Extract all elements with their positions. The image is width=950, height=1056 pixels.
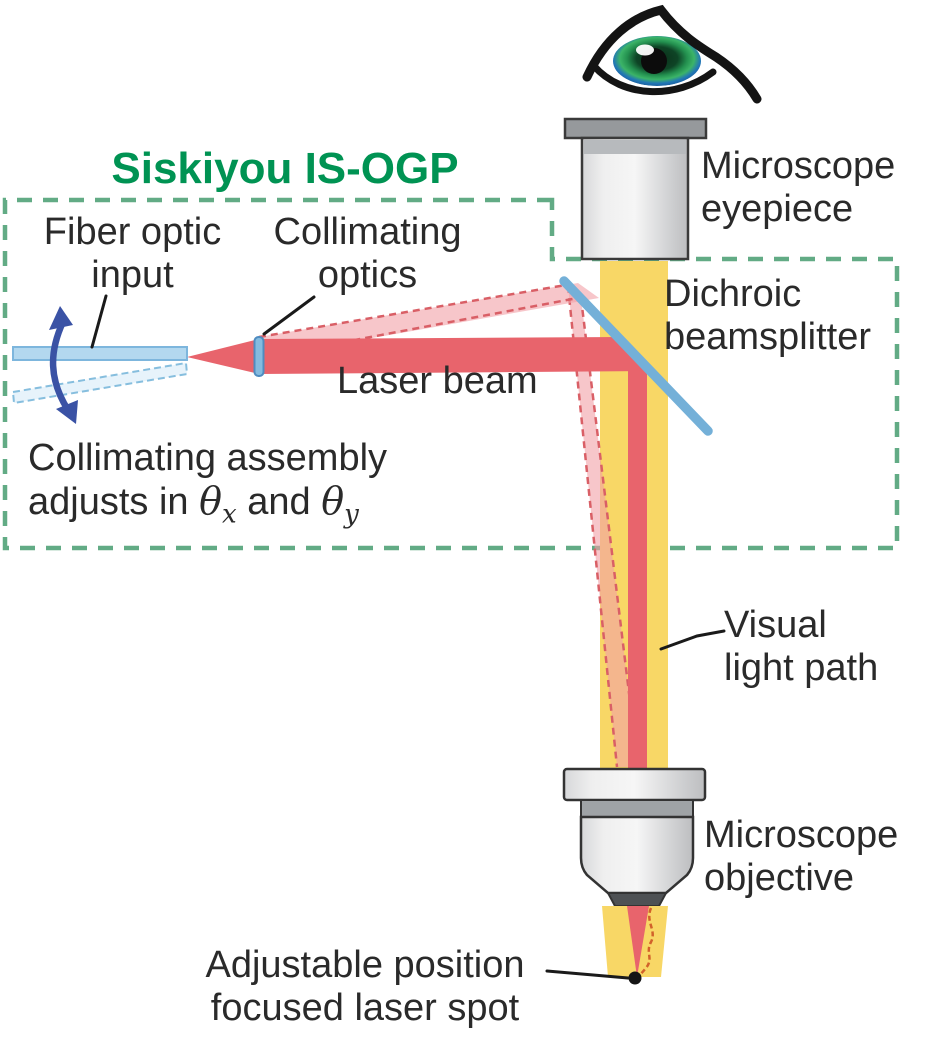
visual-light-path-leader [659,629,726,651]
visual-light-path-label: Visual light path [724,604,878,690]
fiber-optic-input-line1: Fiber optic [43,211,222,253]
microscope-objective-label: Microscope objective [704,814,898,900]
fiber-ghost-position [11,361,189,405]
theta-x-subscript: x [221,499,237,530]
eye-icon [582,4,762,104]
visual-light-path-line1: Visual [724,604,827,646]
visual-light-path-line2: light path [724,646,879,689]
microscope-eyepiece-line2: eyepiece [701,187,854,230]
laser-beam-horizontal [187,337,653,374]
focused-light-cone [602,906,668,985]
dichroic-beamsplitter-line1: Dichroic [664,273,802,315]
laser-beam-vertical [628,349,647,770]
microscope-objective-line1: Microscope [704,814,899,856]
collimating-lens [253,336,265,377]
collimating-optics-line2: optics [317,253,418,296]
theta-y-subscript: y [344,499,359,530]
microscope-eyepiece-line1: Microscope [701,145,896,187]
dichroic-beamsplitter-line2: beamsplitter [664,315,871,358]
theta-y-symbol: θ [321,478,345,523]
laser-beam-label: Laser beam [337,360,538,402]
focused-spot-leader [545,969,630,980]
collimating-note-line2: adjusts in θx and θy [28,478,387,530]
collimating-optics-line1: Collimating [273,211,462,253]
microscope-objective [562,767,707,907]
theta-x-symbol: θ [199,478,222,523]
ghost-focus-wiggle [639,907,654,976]
focused-laser-spot-dot [628,971,642,985]
dichroic-beamsplitter-plate [559,276,713,436]
focused-laser-spot-label: Adjustable position focused laser spot [155,944,575,1030]
collimating-note-line2-and: and [236,480,322,523]
fiber-optic-input-line2: input [91,253,174,296]
laser-focus-cone [627,906,649,977]
microscope-eyepiece [563,117,708,261]
microscope-objective-line2: objective [704,856,854,899]
focused-laser-spot-line1: Adjustable position [205,944,525,986]
microscope-eyepiece-label: Microscope eyepiece [701,145,895,231]
tilt-adjust-arrow [49,306,78,424]
collimating-optics-label: Collimating optics [255,211,480,297]
collimating-note-label: Collimating assembly adjusts in θx and θ… [28,437,387,530]
collimating-note-line1: Collimating assembly [28,437,388,479]
isogp-dashed-box [2,197,900,551]
collimating-optics-leader [262,295,316,336]
dichroic-beamsplitter-label: Dichroic beamsplitter [664,273,871,359]
focused-laser-spot-line2: focused laser spot [210,986,520,1029]
diagram-title: Siskiyou IS-OGP [111,144,459,193]
ghost-beam-vertical [566,285,640,768]
fiber-optic-input-label: Fiber optic input [30,211,235,297]
collimating-note-line2-prefix: adjusts in [28,480,200,523]
fiber-optic [12,346,188,361]
fiber-input-leader [90,294,108,349]
